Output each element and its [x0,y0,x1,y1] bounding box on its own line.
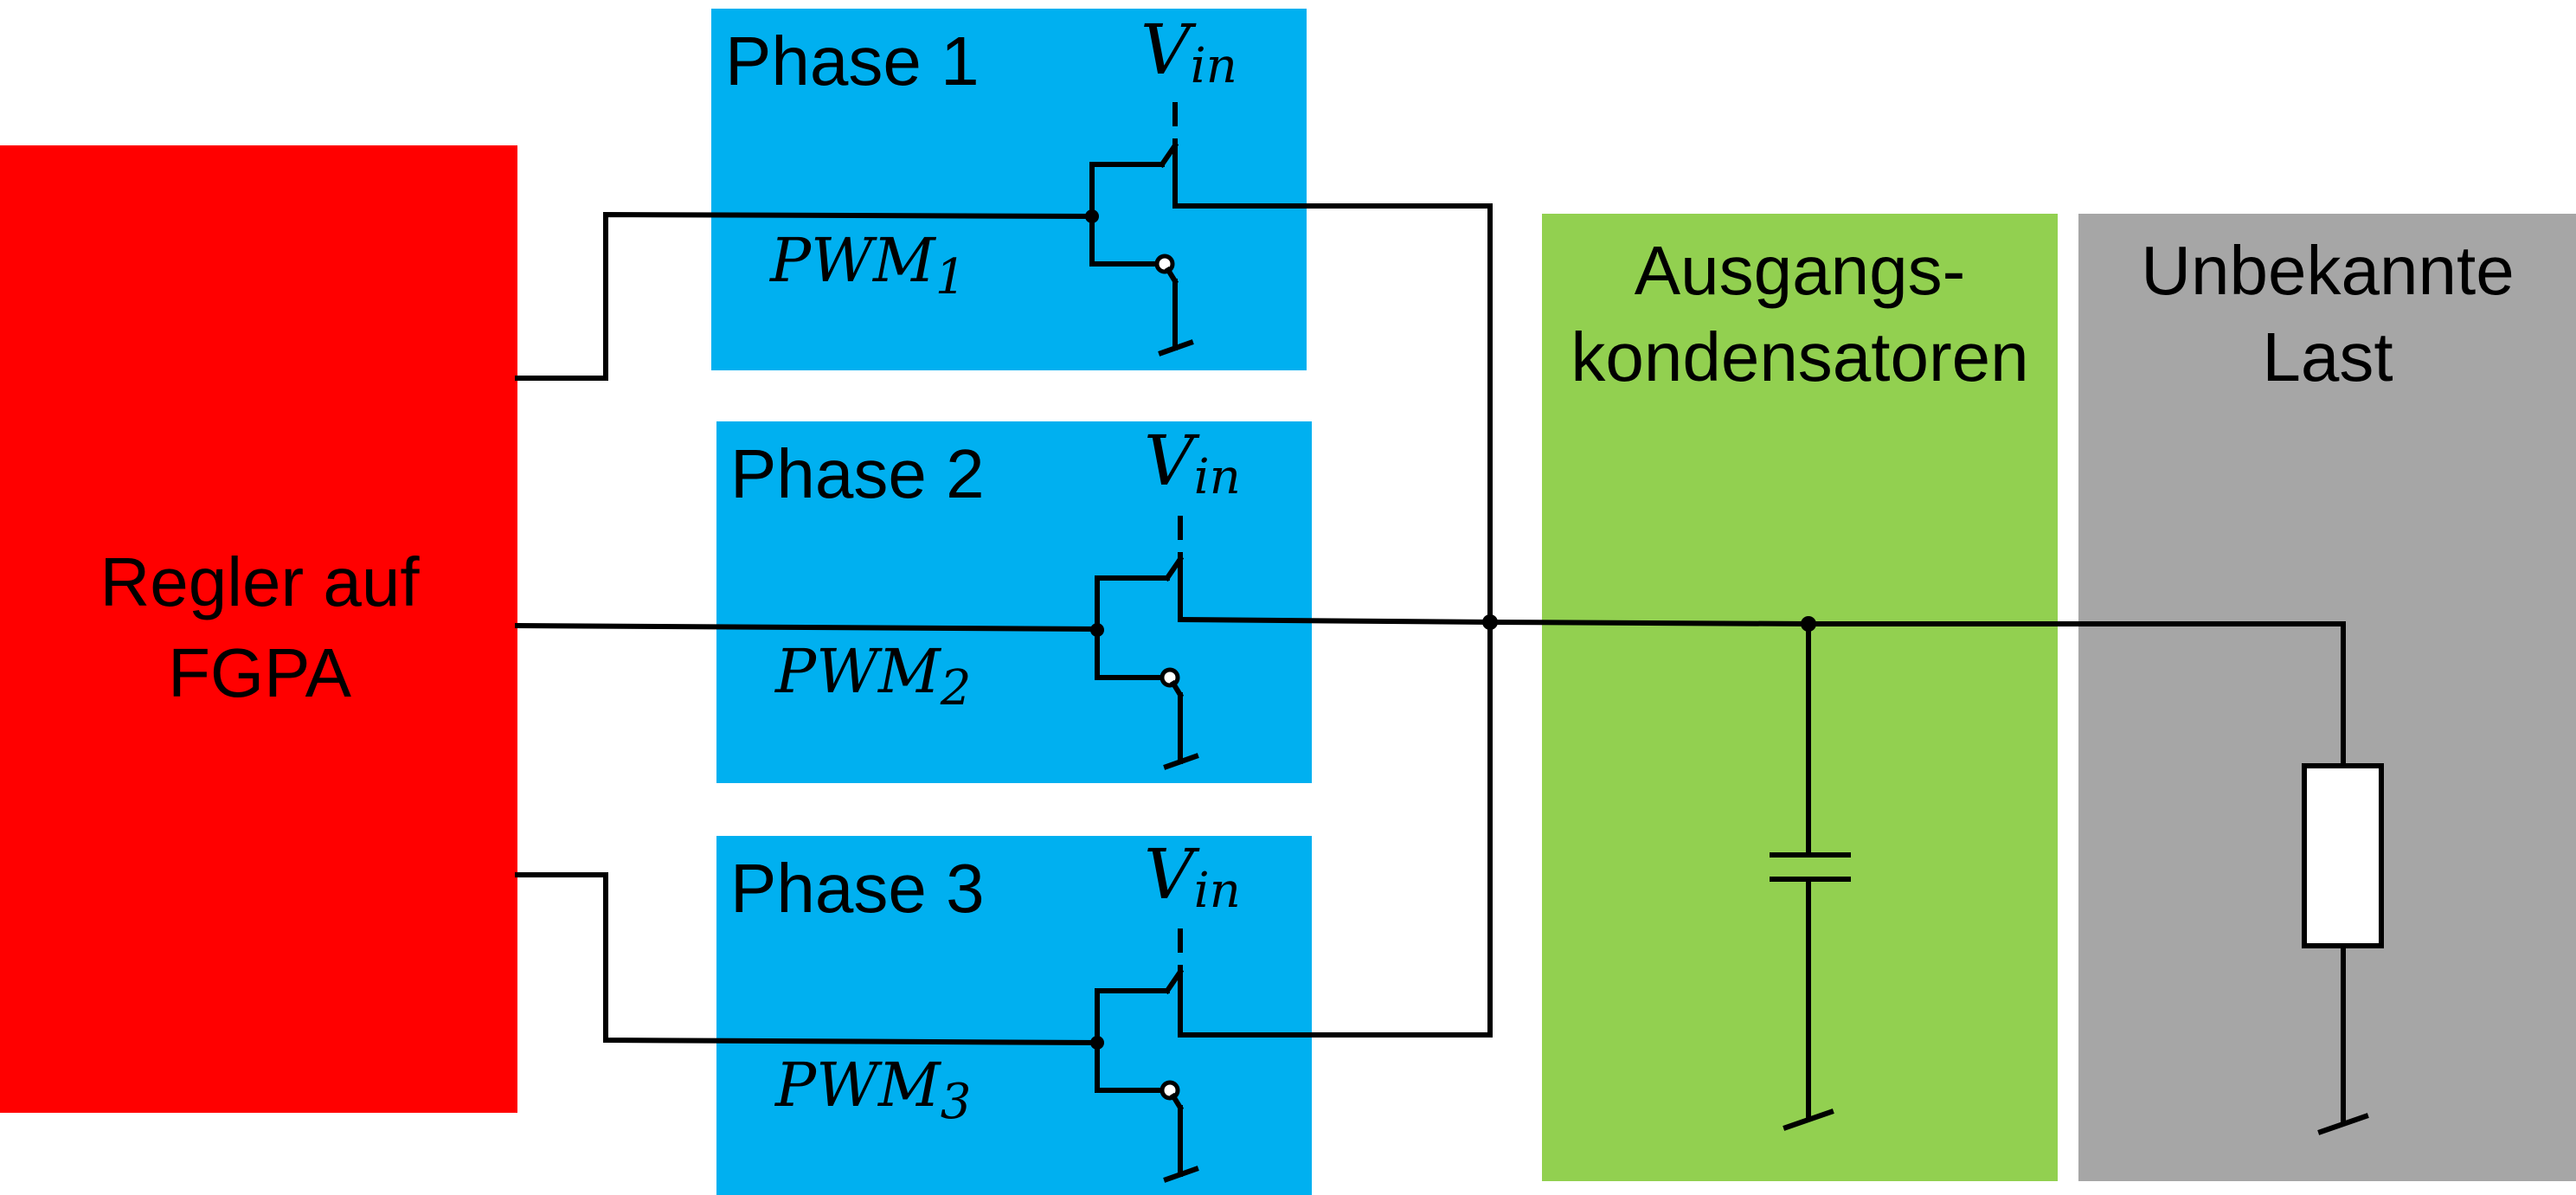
controller-label-line1: Regler auf [100,543,420,620]
capacitor-symbol [1770,621,1851,1131]
phase-2-block [716,421,1312,783]
phase-3-transistor [1090,928,1199,1183]
bus-junction-dot [1482,614,1498,630]
phase-3-vin-label: Vin [1144,834,1241,919]
output-capacitors-label-line1: Ausgangs- [1635,232,1965,309]
phase-3-title: Phase 3 [730,850,985,927]
pwm-2-wire [514,622,1101,633]
output-capacitors-label-line2: kondensatoren [1571,318,2028,395]
controller-block [0,145,517,1113]
controller-label-line2: FGPA [168,634,352,711]
phase-1-vin-label: Vin [1140,10,1237,94]
phase-1-title: Phase 1 [725,22,980,100]
phase-1-pwm-label: PWM1 [768,225,966,305]
load-label-line1: Unbekannte [2141,232,2514,309]
phase-3-block [716,836,1312,1195]
phase-2-pwm-label: PWM2 [774,636,971,716]
output-bus-wire [1487,619,2346,768]
phase-3-pwm-label: PWM3 [774,1050,971,1130]
load-resistor-symbol [2302,763,2384,1135]
phase-2-vin-label: Vin [1144,421,1241,505]
load-label-line2: Last [2262,318,2393,395]
pwm-1-wire [515,211,1095,381]
phase-2-title: Phase 2 [730,435,985,512]
phase-1-output-wire [1172,203,1493,1038]
phase-1-block [711,9,1307,370]
phase-2-output-wire [1177,616,1494,626]
pwm-3-wire [515,872,1101,1046]
load-block [2078,214,2576,1181]
output-capacitors-block [1542,214,2058,1181]
